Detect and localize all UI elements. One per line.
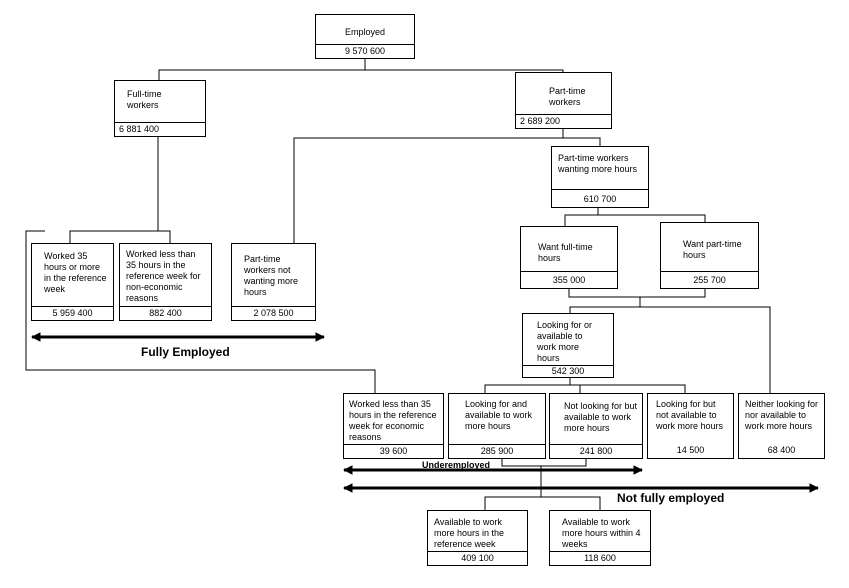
want-full-time-value: 355 000 <box>521 271 617 288</box>
looking-not-available-box: Looking for but not available to work mo… <box>647 393 734 459</box>
pt-not-wanting-value: 2 078 500 <box>232 306 315 320</box>
worked-less-noneconomic-label: Worked less than 35 hours in the referen… <box>126 249 201 303</box>
pt-wanting-more-value: 610 700 <box>552 189 648 207</box>
available-ref-week-label: Available to work more hours in the refe… <box>434 517 505 549</box>
available-4-weeks-label: Available to work more hours within 4 we… <box>562 517 641 549</box>
not-fully-employed-label: Not fully employed <box>617 491 725 505</box>
neither-label: Neither looking for nor available to wor… <box>745 399 819 431</box>
worked-less-economic-box: Worked less than 35 hours in the referen… <box>343 393 444 459</box>
full-time-value: 6 881 400 <box>115 122 205 136</box>
worked-35-or-more-box: Worked 35 hours or more in the reference… <box>31 243 114 321</box>
looking-and-available-value: 285 900 <box>449 444 545 458</box>
neither-value: 68 400 <box>767 445 796 455</box>
full-time-label: Full-time workers <box>127 89 162 110</box>
available-4-weeks-value: 118 600 <box>550 551 650 565</box>
worked-less-economic-value: 39 600 <box>344 444 443 458</box>
looking-or-available-box: Looking for or available to work more ho… <box>522 313 614 378</box>
worked-less-economic-label: Worked less than 35 hours in the referen… <box>349 399 437 442</box>
available-4-weeks-box: Available to work more hours within 4 we… <box>549 510 651 566</box>
underemployed-label: Underemployed <box>422 460 491 470</box>
looking-not-available-value: 14 500 <box>676 445 705 455</box>
part-time-box: Part-time workers 2 689 200 <box>515 72 612 129</box>
looking-and-available-box: Looking for and available to work more h… <box>448 393 546 459</box>
looking-not-available-label: Looking for but not available to work mo… <box>656 399 724 431</box>
want-full-time-label: Want full-time hours <box>538 242 593 263</box>
worked-less-noneconomic-value: 882 400 <box>120 306 211 320</box>
want-part-time-value: 255 700 <box>661 271 758 288</box>
looking-and-available-label: Looking for and available to work more h… <box>465 399 533 431</box>
pt-wanting-more-label: Part-time workers wanting more hours <box>558 153 638 174</box>
employed-value: 9 570 600 <box>316 44 414 58</box>
neither-box: Neither looking for nor available to wor… <box>738 393 825 459</box>
pt-not-wanting-label: Part-time workers not wanting more hours <box>244 254 299 297</box>
worked-35-or-more-value: 5 959 400 <box>32 306 113 320</box>
part-time-label: Part-time workers <box>549 86 586 107</box>
want-full-time-box: Want full-time hours 355 000 <box>520 226 618 289</box>
available-ref-week-box: Available to work more hours in the refe… <box>427 510 528 566</box>
worked-35-or-more-label: Worked 35 hours or more in the reference… <box>44 251 107 294</box>
looking-or-available-label: Looking for or available to work more ho… <box>537 320 593 363</box>
available-ref-week-value: 409 100 <box>428 551 527 565</box>
employed-box: Employed 9 570 600 <box>315 14 415 59</box>
pt-wanting-more-box: Part-time workers wanting more hours 610… <box>551 146 649 208</box>
part-time-value: 2 689 200 <box>516 114 611 128</box>
want-part-time-label: Want part-time hours <box>683 239 742 260</box>
full-time-box: Full-time workers 6 881 400 <box>114 80 206 137</box>
employed-label: Employed <box>344 27 386 37</box>
pt-not-wanting-box: Part-time workers not wanting more hours… <box>231 243 316 321</box>
looking-or-available-value: 542 300 <box>523 365 613 377</box>
want-part-time-box: Want part-time hours 255 700 <box>660 222 759 289</box>
not-looking-available-value: 241 800 <box>550 444 642 458</box>
fully-employed-label: Fully Employed <box>141 345 230 359</box>
not-looking-available-box: Not looking for but available to work mo… <box>549 393 643 459</box>
not-looking-available-label: Not looking for but available to work mo… <box>564 401 638 433</box>
worked-less-noneconomic-box: Worked less than 35 hours in the referen… <box>119 243 212 321</box>
